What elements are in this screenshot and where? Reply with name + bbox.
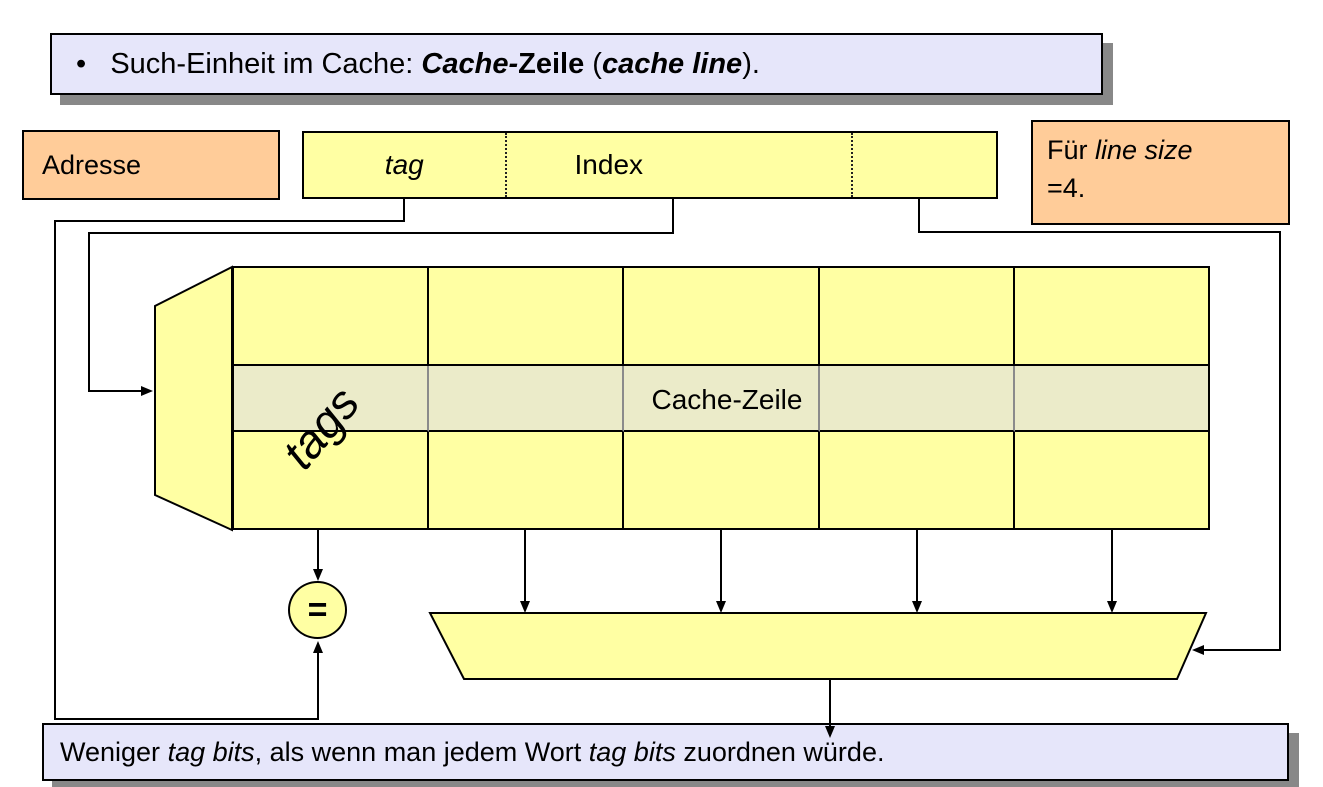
cache-row	[234, 432, 1208, 528]
line-size-note: Für line size=4.	[1031, 120, 1290, 225]
bottom-note-box: Weniger tag bits, als wenn man jedem Wor…	[42, 723, 1289, 781]
cache-row	[234, 268, 1209, 366]
address-field-index: Index	[504, 133, 852, 197]
comparator-symbol: =	[307, 590, 328, 629]
cache-cell	[429, 432, 625, 528]
bottom-note-text: Weniger tag bits, als wenn man jedem Wor…	[60, 736, 885, 767]
tags-funnel-shape	[154, 265, 233, 532]
cache-cell	[234, 432, 430, 528]
adresse-label: Adresse	[42, 149, 142, 180]
address-bit-field-bar: tag Index	[302, 131, 998, 199]
cache-line-label: Cache-Zeile	[651, 384, 803, 415]
cache-cell	[1014, 366, 1209, 432]
address-field-offset	[851, 133, 996, 197]
address-field-tag: tag	[384, 149, 424, 180]
cache-cell	[624, 432, 820, 528]
title-box: • Such-Einheit im Cache: Cache-Zeile (ca…	[50, 33, 1103, 95]
title-text: • Such-Einheit im Cache: Cache-Zeile (ca…	[76, 47, 760, 80]
equality-comparator: =	[288, 581, 347, 639]
cache-cell	[429, 268, 625, 366]
adresse-box: Adresse	[22, 130, 280, 200]
multiplexer-shape	[428, 612, 1208, 680]
cache-cell	[819, 268, 1015, 366]
cache-cell	[1015, 432, 1208, 528]
cache-cell	[820, 432, 1015, 528]
line-size-note-text: Für line size=4.	[1047, 135, 1193, 204]
cache-cell	[234, 268, 430, 366]
cache-cell	[1014, 268, 1209, 366]
cache-cell	[624, 268, 820, 366]
